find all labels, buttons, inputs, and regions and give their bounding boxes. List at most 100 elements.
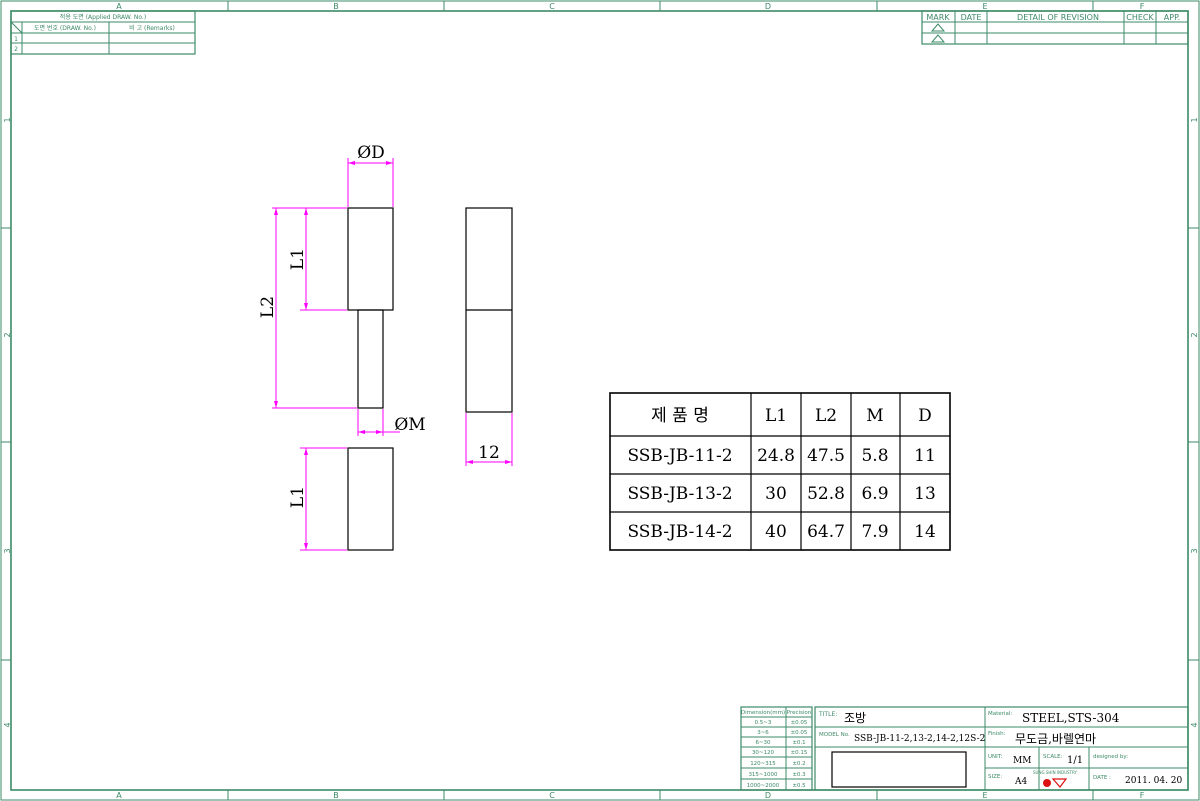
finish-label: Finish: <box>988 731 1006 737</box>
spec-cell-m: 6.9 <box>861 484 888 504</box>
spec-header-l1: L1 <box>765 406 787 426</box>
dimension-label-l2: L2 <box>258 296 278 318</box>
spec-cell-m: 7.9 <box>861 522 888 542</box>
dimension-lines <box>272 158 513 551</box>
dimension-label-om: ØM <box>394 415 425 435</box>
column-label-bottom: F <box>1140 791 1145 800</box>
scale-label: SCALE: <box>1043 754 1063 760</box>
unit-value: MM <box>1013 756 1031 766</box>
spec-cell-l2: 47.5 <box>807 446 845 466</box>
column-label-bottom: C <box>549 791 555 800</box>
spec-header-l2: L2 <box>815 406 837 426</box>
spec-cell-l2: 52.8 <box>807 484 845 504</box>
size-value: A4 <box>1014 777 1027 787</box>
spec-cell-l1: 24.8 <box>757 446 795 466</box>
tolerance-range: 3~6 <box>757 730 769 736</box>
spec-header-d: D <box>918 406 932 426</box>
column-label-top: C <box>549 2 555 11</box>
date-label: DATE : <box>1093 775 1111 781</box>
title-label: TITLE: <box>818 711 837 718</box>
revision-header-check: CHECK <box>1126 13 1154 22</box>
designed-label: designed by: <box>1093 754 1128 760</box>
tolerance-value: ±0.15 <box>791 750 808 756</box>
assembled-side-view <box>465 207 513 413</box>
model-label: MODEL No. <box>819 732 850 738</box>
dimension-label-od: ØD <box>357 143 385 163</box>
date-value: 2011. 04. 20 <box>1125 776 1183 786</box>
tolerance-value: ±0.05 <box>791 720 808 726</box>
tolerance-value: ±0.3 <box>792 772 806 778</box>
material-label: Material: <box>988 711 1012 717</box>
tolerance-value: ±0.2 <box>792 761 805 767</box>
column-label-top: A <box>116 2 122 11</box>
tolerance-header-precision: Precision <box>787 710 812 716</box>
row-label-left: 4 <box>3 722 12 727</box>
hinge-pin-part <box>347 207 394 409</box>
tolerance-header-dimension: Dimension(mm) <box>741 710 785 716</box>
spec-cell-name: SSB-JB-11-2 <box>627 446 732 466</box>
material-value: STEEL,STS-304 <box>1022 711 1120 725</box>
spec-cell-l2: 64.7 <box>807 522 845 542</box>
spec-cell-m: 5.8 <box>861 446 888 466</box>
dimension-label-width: 12 <box>478 443 500 463</box>
finish-value: 무도금,바렐연마 <box>1015 732 1096 746</box>
row-label-left: 1 <box>3 117 12 122</box>
tolerance-range: 30~120 <box>752 750 775 756</box>
column-label-bottom: D <box>765 791 771 800</box>
spec-cell-name: SSB-JB-13-2 <box>627 484 732 504</box>
column-label-top: D <box>765 2 771 11</box>
title-value: 조방 <box>844 711 866 725</box>
tolerance-value: ±0.05 <box>791 730 808 736</box>
title-block: TITLE: 조방 MODEL No. SSB-JB-11-2,13-2,14-… <box>814 706 1189 791</box>
border-column-labels: A B C D E F A B C D E F <box>116 2 1144 800</box>
revision-table: MARK DATE DETAIL OF REVISION CHECK APP. <box>921 10 1189 45</box>
company-logo-text: SUNG SHIN INDUSTRY <box>1033 770 1078 775</box>
company-logo-icon: SUNG SHIN INDUSTRY <box>1033 770 1078 788</box>
column-label-top: B <box>333 2 339 11</box>
dimension-label-l1-bottom: L1 <box>288 486 308 508</box>
tolerance-range: 315~1000 <box>748 772 778 778</box>
column-label-bottom: A <box>116 791 122 800</box>
applied-drawings-col-remarks: 비 고 (Remarks) <box>129 24 175 32</box>
applied-drawings-header: 적용 도면 (Applied DRAW. No.) <box>60 13 146 21</box>
column-label-bottom: E <box>982 791 987 800</box>
title-block-box <box>831 751 967 788</box>
column-label-bottom: B <box>333 791 339 800</box>
spec-cell-name: SSB-JB-14-2 <box>627 522 732 542</box>
tolerance-range: 120~315 <box>750 761 776 767</box>
spec-cell-d: 13 <box>914 484 936 504</box>
hinge-sleeve-part <box>347 447 394 551</box>
column-label-top: F <box>1140 2 1145 11</box>
row-label-right: 1 <box>1190 117 1199 122</box>
tolerance-table: Dimension(mm) Precision 0.5~3 ±0.05 3~6 … <box>740 706 813 791</box>
spec-header-m: M <box>866 406 883 426</box>
dimension-label-l1-top: L1 <box>288 248 308 270</box>
row-label-right: 2 <box>1190 332 1199 337</box>
row-label-right: 4 <box>1190 722 1199 727</box>
tolerance-range: 1000~2000 <box>747 783 780 789</box>
row-label-right: 3 <box>1190 548 1199 553</box>
revision-header-mark: MARK <box>926 13 950 22</box>
revision-header-detail: DETAIL OF REVISION <box>1017 13 1099 22</box>
unit-label: UNIT: <box>988 754 1003 760</box>
spec-cell-d: 11 <box>914 446 936 466</box>
tolerance-value: ±0.5 <box>792 783 806 789</box>
applied-drawings-row-no: 2 <box>14 46 18 53</box>
revision-header-date: DATE <box>961 13 982 22</box>
border-row-labels: 1 2 3 4 1 2 3 4 <box>3 117 1199 727</box>
spec-cell-d: 14 <box>914 522 936 542</box>
revision-mark-triangle-icon <box>930 23 946 32</box>
spec-header-name: 제 품 명 <box>651 406 709 426</box>
column-label-top: E <box>982 2 987 11</box>
row-label-left: 3 <box>3 548 12 553</box>
tolerance-value: ±0.1 <box>792 740 805 746</box>
scale-value: 1/1 <box>1067 755 1083 766</box>
applied-drawings-row-no: 1 <box>14 36 18 43</box>
spec-cell-l1: 40 <box>765 522 787 542</box>
revision-mark-triangle-icon <box>930 34 946 43</box>
revision-header-app: APP. <box>1164 13 1180 22</box>
tolerance-range: 6~30 <box>755 740 771 746</box>
